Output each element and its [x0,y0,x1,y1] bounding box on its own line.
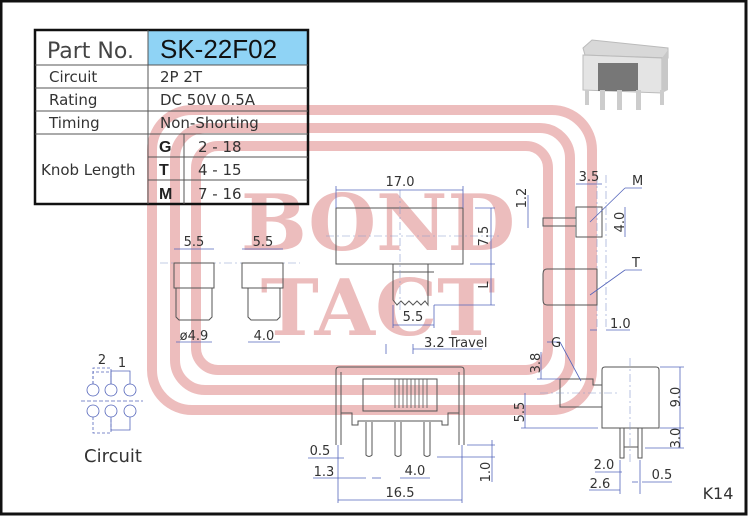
dim-pin-width: 0.5 [652,468,673,483]
knob-length-label: Knob Length [41,161,136,179]
dim-square-width: 5.5 [253,235,274,250]
dim-width: 17.0 [386,175,415,190]
dim-pin-span2: 2.6 [590,477,611,492]
spec-table: Part No. SK-22F02 Circuit 2P 2T Rating D… [33,28,310,206]
circuit-pole-2: 2 [98,353,106,368]
top-view: 17.0 7.5 L 5.5 1.2 [326,175,530,328]
circuit-diagram: 2 1 Circuit [81,353,143,467]
dim-m-width: 3.5 [579,170,600,185]
travel-label: 3.2 Travel [424,336,487,351]
knob-type-t: T [159,162,169,179]
knob-range-g: 2 - 18 [198,138,242,156]
dim-m-height: 4.0 [613,212,628,233]
watermark-line1: BOND [241,178,515,269]
rating-value: DC 50V 0.5A [160,91,256,109]
knob-square-view: 5.5 4.0 [241,235,284,344]
dim-pin-span: 2.0 [594,458,615,473]
circuit-label: Circuit [49,68,97,86]
dim-g-center: 5.5 [513,402,528,423]
front-view: 3.2 Travel 0.5 1.3 4.0 16.5 1.0 [308,336,495,503]
dim-length: 16.5 [386,486,415,501]
knob-t-view: T 1.0 [542,256,642,332]
knob-type-m: M [159,186,172,203]
knob-range-t: 4 - 15 [198,161,242,179]
part-no-header-fill [148,31,308,65]
dim-pin-diff: 1.0 [479,462,494,483]
side-view: G 3.8 5.5 9.0 3.0 2.0 2.6 0.5 [513,336,684,494]
label-m: M [632,174,643,189]
timing-value: Non-Shorting [160,114,259,132]
knob-type-g: G [159,139,171,156]
dim-pitch: 4.0 [405,464,426,479]
dim-tab: 0.5 [310,444,331,459]
knob-round-view: 5.5 ø4.9 [160,235,300,344]
dim-knob-length: L [477,281,492,289]
rating-label: Rating [49,91,97,109]
drawing-code: K14 [703,484,734,503]
label-t: T [631,256,640,271]
timing-label: Timing [48,114,100,132]
part-no-label: Part No. [47,39,134,64]
watermark: BOND TACT [147,105,597,415]
circuit-pole-1: 1 [118,356,126,371]
part-no-value: SK-22F02 [160,34,277,64]
dim-pin: 1.2 [515,188,530,209]
watermark-line2: TACT [261,263,495,354]
circuit-caption: Circuit [84,446,142,467]
dim-pin-offset: 1.3 [314,465,335,480]
dim-height: 7.5 [477,226,492,247]
dim-round-diameter: ø4.9 [180,329,209,344]
knob-range-m: 7 - 16 [198,185,242,203]
dim-knob-width: 5.5 [403,310,424,325]
circuit-value: 2P 2T [160,68,203,86]
dim-pin-length: 3.0 [669,428,684,449]
dim-t-offset: 1.0 [610,317,631,332]
dim-square-inner: 4.0 [254,329,275,344]
dim-g-height: 3.8 [529,353,544,374]
dim-round-width: 5.5 [184,235,205,250]
product-photo [582,39,669,110]
dim-side-height: 9.0 [669,387,684,408]
label-g: G [551,336,561,351]
